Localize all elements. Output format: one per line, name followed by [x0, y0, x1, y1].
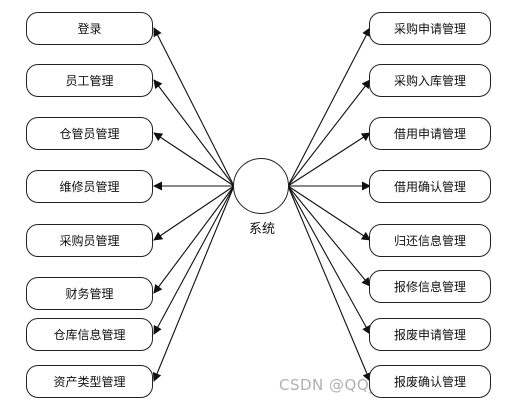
system-center-label: 系统	[248, 222, 275, 237]
left-node-8: 资产类型管理	[26, 364, 153, 398]
right-connector-6	[287, 185, 371, 287]
right-node-6: 报修信息管理	[369, 269, 491, 303]
right-connector-3	[287, 132, 371, 187]
right-node-5: 归还信息管理	[369, 223, 491, 257]
left-connector-8	[152, 185, 235, 382]
right-node-7: 报废申请管理	[369, 317, 491, 351]
left-node-2: 员工管理	[26, 63, 153, 97]
right-node-2: 采购入库管理	[369, 63, 491, 97]
left-connector-3	[153, 132, 235, 187]
left-node-7: 仓库信息管理	[26, 317, 153, 351]
right-connector-7	[287, 185, 371, 335]
right-node-3: 借用申请管理	[369, 116, 491, 150]
left-connector-2	[153, 79, 235, 187]
right-connector-2	[287, 79, 371, 187]
left-connector-7	[153, 185, 235, 335]
left-node-6: 财务管理	[26, 276, 153, 310]
right-node-1: 采购申请管理	[369, 11, 491, 45]
right-node-8: 报废确认管理	[369, 364, 491, 398]
left-connector-6	[153, 185, 235, 294]
right-connector-5	[287, 185, 371, 241]
right-node-4: 借用确认管理	[369, 169, 491, 203]
left-node-5: 采购员管理	[26, 223, 153, 257]
right-connector-1	[287, 27, 371, 187]
right-connector-8	[287, 185, 372, 382]
left-node-3: 仓管员管理	[26, 116, 153, 150]
left-connector-5	[153, 185, 235, 241]
system-center-node	[233, 158, 289, 214]
left-node-1: 登录	[26, 11, 153, 45]
left-node-4: 维修员管理	[26, 169, 153, 203]
left-connector-1	[153, 27, 235, 187]
